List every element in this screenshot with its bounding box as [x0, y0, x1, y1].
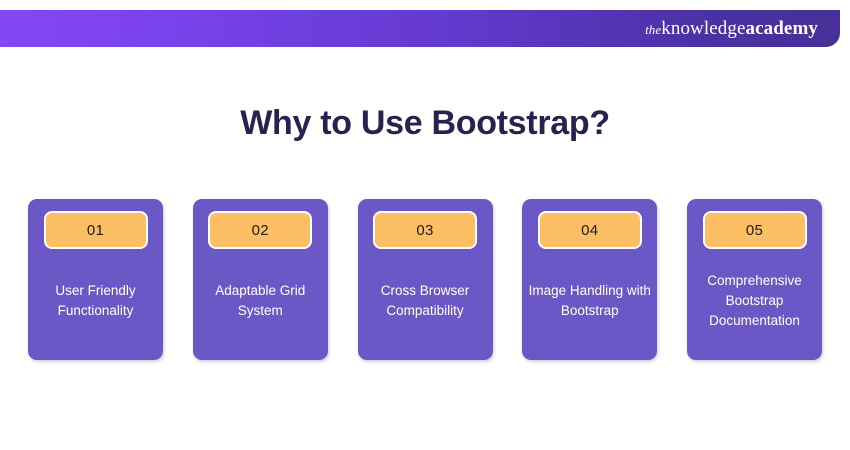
feature-card-03: 03 Cross Browser Compatibility [357, 199, 493, 360]
card-label: User Friendly Functionality [55, 282, 136, 318]
card-label: Comprehensive Bootstrap Documentation [707, 272, 802, 328]
card-label: Cross Browser Compatibility [380, 282, 470, 318]
card-number-badge: 02 [208, 211, 313, 249]
card-label: Image Handling with Bootstrap [528, 282, 651, 318]
feature-card-01: 01 User Friendly Functionality [28, 199, 163, 360]
feature-cards-row: 01 User Friendly Functionality 02 Adapta… [28, 199, 822, 360]
brand-logo-knowledge: knowledge [661, 18, 746, 39]
card-number-badge: 01 [43, 211, 148, 249]
brand-logo-academy: academy [745, 18, 818, 39]
card-label: Adaptable Grid System [215, 282, 306, 318]
brand-logo-the: the [645, 22, 662, 37]
feature-card-04: 04 Image Handling with Bootstrap [522, 199, 658, 360]
feature-card-02: 02 Adaptable Grid System [192, 199, 328, 360]
card-number-badge: 03 [373, 211, 477, 249]
card-number-badge: 05 [702, 211, 807, 249]
card-number-badge: 04 [537, 211, 642, 249]
feature-card-05: 05 Comprehensive Bootstrap Documentation [687, 199, 822, 360]
page-title: Why to Use Bootstrap? [240, 104, 610, 142]
